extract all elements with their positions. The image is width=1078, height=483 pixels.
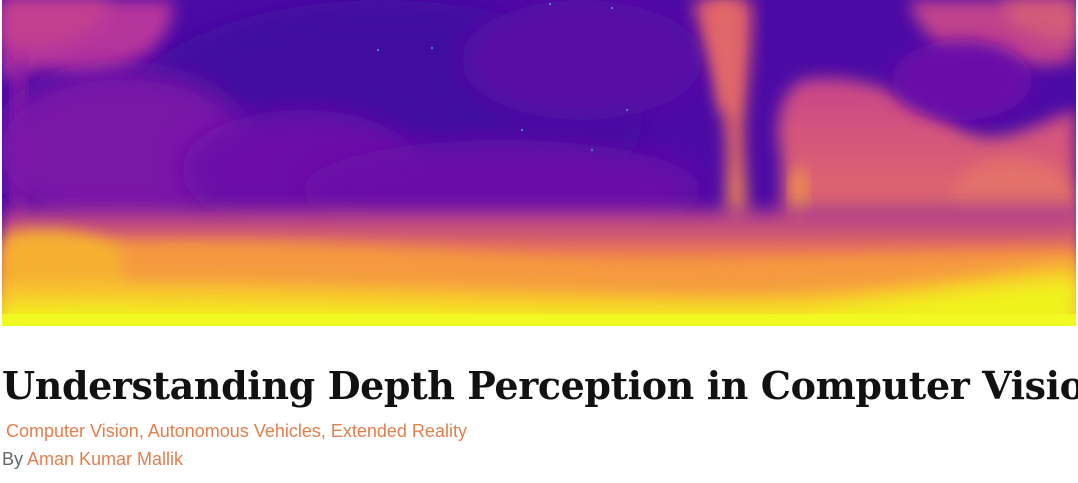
category-link-computer-vision[interactable]: Computer Vision [6, 421, 139, 441]
post-byline: By Aman Kumar Mallik [2, 447, 183, 471]
featured-image[interactable] [2, 0, 1076, 326]
byline-prefix: By [2, 449, 28, 469]
post-title[interactable]: Understanding Depth Perception in Comput… [2, 363, 1078, 408]
depth-map-image [2, 0, 1076, 326]
category-link-autonomous-vehicles[interactable]: Autonomous Vehicles [147, 421, 321, 441]
category-separator: , [320, 421, 331, 441]
author-link[interactable]: Aman Kumar Mallik [27, 449, 184, 469]
category-separator: , [138, 421, 148, 441]
post-categories: Computer Vision, Autonomous Vehicles, Ex… [6, 419, 467, 443]
category-link-extended-reality[interactable]: Extended Reality [330, 421, 467, 441]
